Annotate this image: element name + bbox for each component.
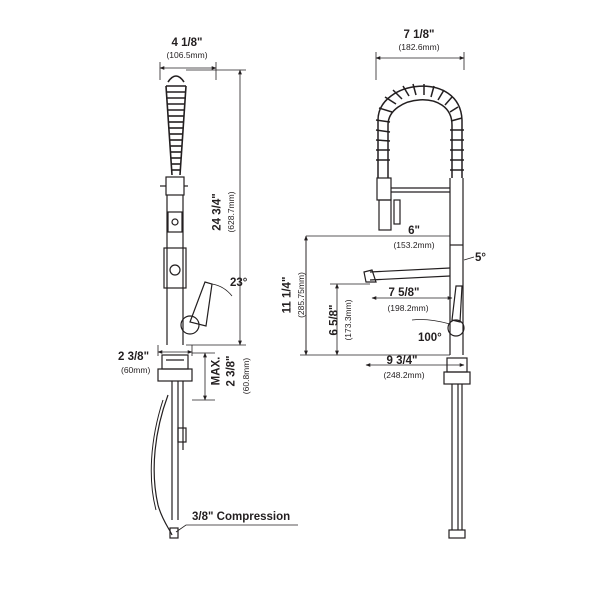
side-view-height-metric: (628.7mm) xyxy=(225,191,236,233)
front-view-dimension-lines xyxy=(300,52,475,367)
front-view-handle xyxy=(451,285,463,323)
front-view-total-reach-label: 9 3/4" xyxy=(386,355,418,367)
side-view-faucet xyxy=(150,75,213,539)
side-view-max-metric: (60.8mm) xyxy=(240,357,251,395)
front-view-spout-reach-metric: (198.2mm) xyxy=(387,303,429,313)
side-view-width-metric: (106.5mm) xyxy=(166,50,208,60)
side-view-hoses xyxy=(171,381,184,520)
side-view-base xyxy=(161,354,189,370)
side-view-body xyxy=(166,195,184,345)
front-view-total-reach-metric: (248.2mm) xyxy=(383,370,425,380)
front-view-aerator-height-metric: (173.3mm) xyxy=(342,299,353,341)
side-view-width-label: 4 1/8" xyxy=(171,37,203,49)
front-view-spout-angle: 5° xyxy=(475,252,486,264)
side-view-handle-angle: 23° xyxy=(230,277,248,289)
front-view-spout xyxy=(369,267,451,281)
front-view-aerator-height-label: 6 5/8" xyxy=(328,304,341,336)
front-view-spout-height-label: 11 1/4" xyxy=(281,276,294,314)
front-view-spring-coil xyxy=(375,83,464,178)
front-view-sprayer-reach-label: 6" xyxy=(408,225,420,237)
front-view-sprayer-reach-metric: (153.2mm) xyxy=(393,240,435,250)
side-view-connection-label: 3/8" Compression xyxy=(192,511,291,523)
side-view-base-diameter-label: 2 3/8" xyxy=(118,351,150,363)
front-view-hoses xyxy=(451,384,463,530)
side-view-sprayer-head xyxy=(165,176,185,196)
side-view-base-diameter-metric: (60mm) xyxy=(121,365,151,375)
front-view-spout-reach-label: 7 5/8" xyxy=(388,287,420,299)
front-view-width-metric: (182.6mm) xyxy=(398,42,440,52)
side-view-dimension-lines xyxy=(157,62,298,533)
front-view-faucet xyxy=(363,83,471,539)
front-view-sprayer-head xyxy=(376,177,392,201)
side-view-max-value: 2 3/8" xyxy=(225,355,238,387)
side-view-height-label: 24 3/4" xyxy=(211,193,224,231)
side-view-max-label: MAX. xyxy=(210,356,223,386)
front-view-spout-height-metric: (285.75mm) xyxy=(295,272,306,318)
front-view-body xyxy=(449,178,464,355)
front-view-width-label: 7 1/8" xyxy=(403,29,435,41)
side-view-spring-coil xyxy=(165,75,187,176)
side-view-handle xyxy=(189,281,213,327)
front-view-handle-rotation: 100° xyxy=(418,332,442,344)
